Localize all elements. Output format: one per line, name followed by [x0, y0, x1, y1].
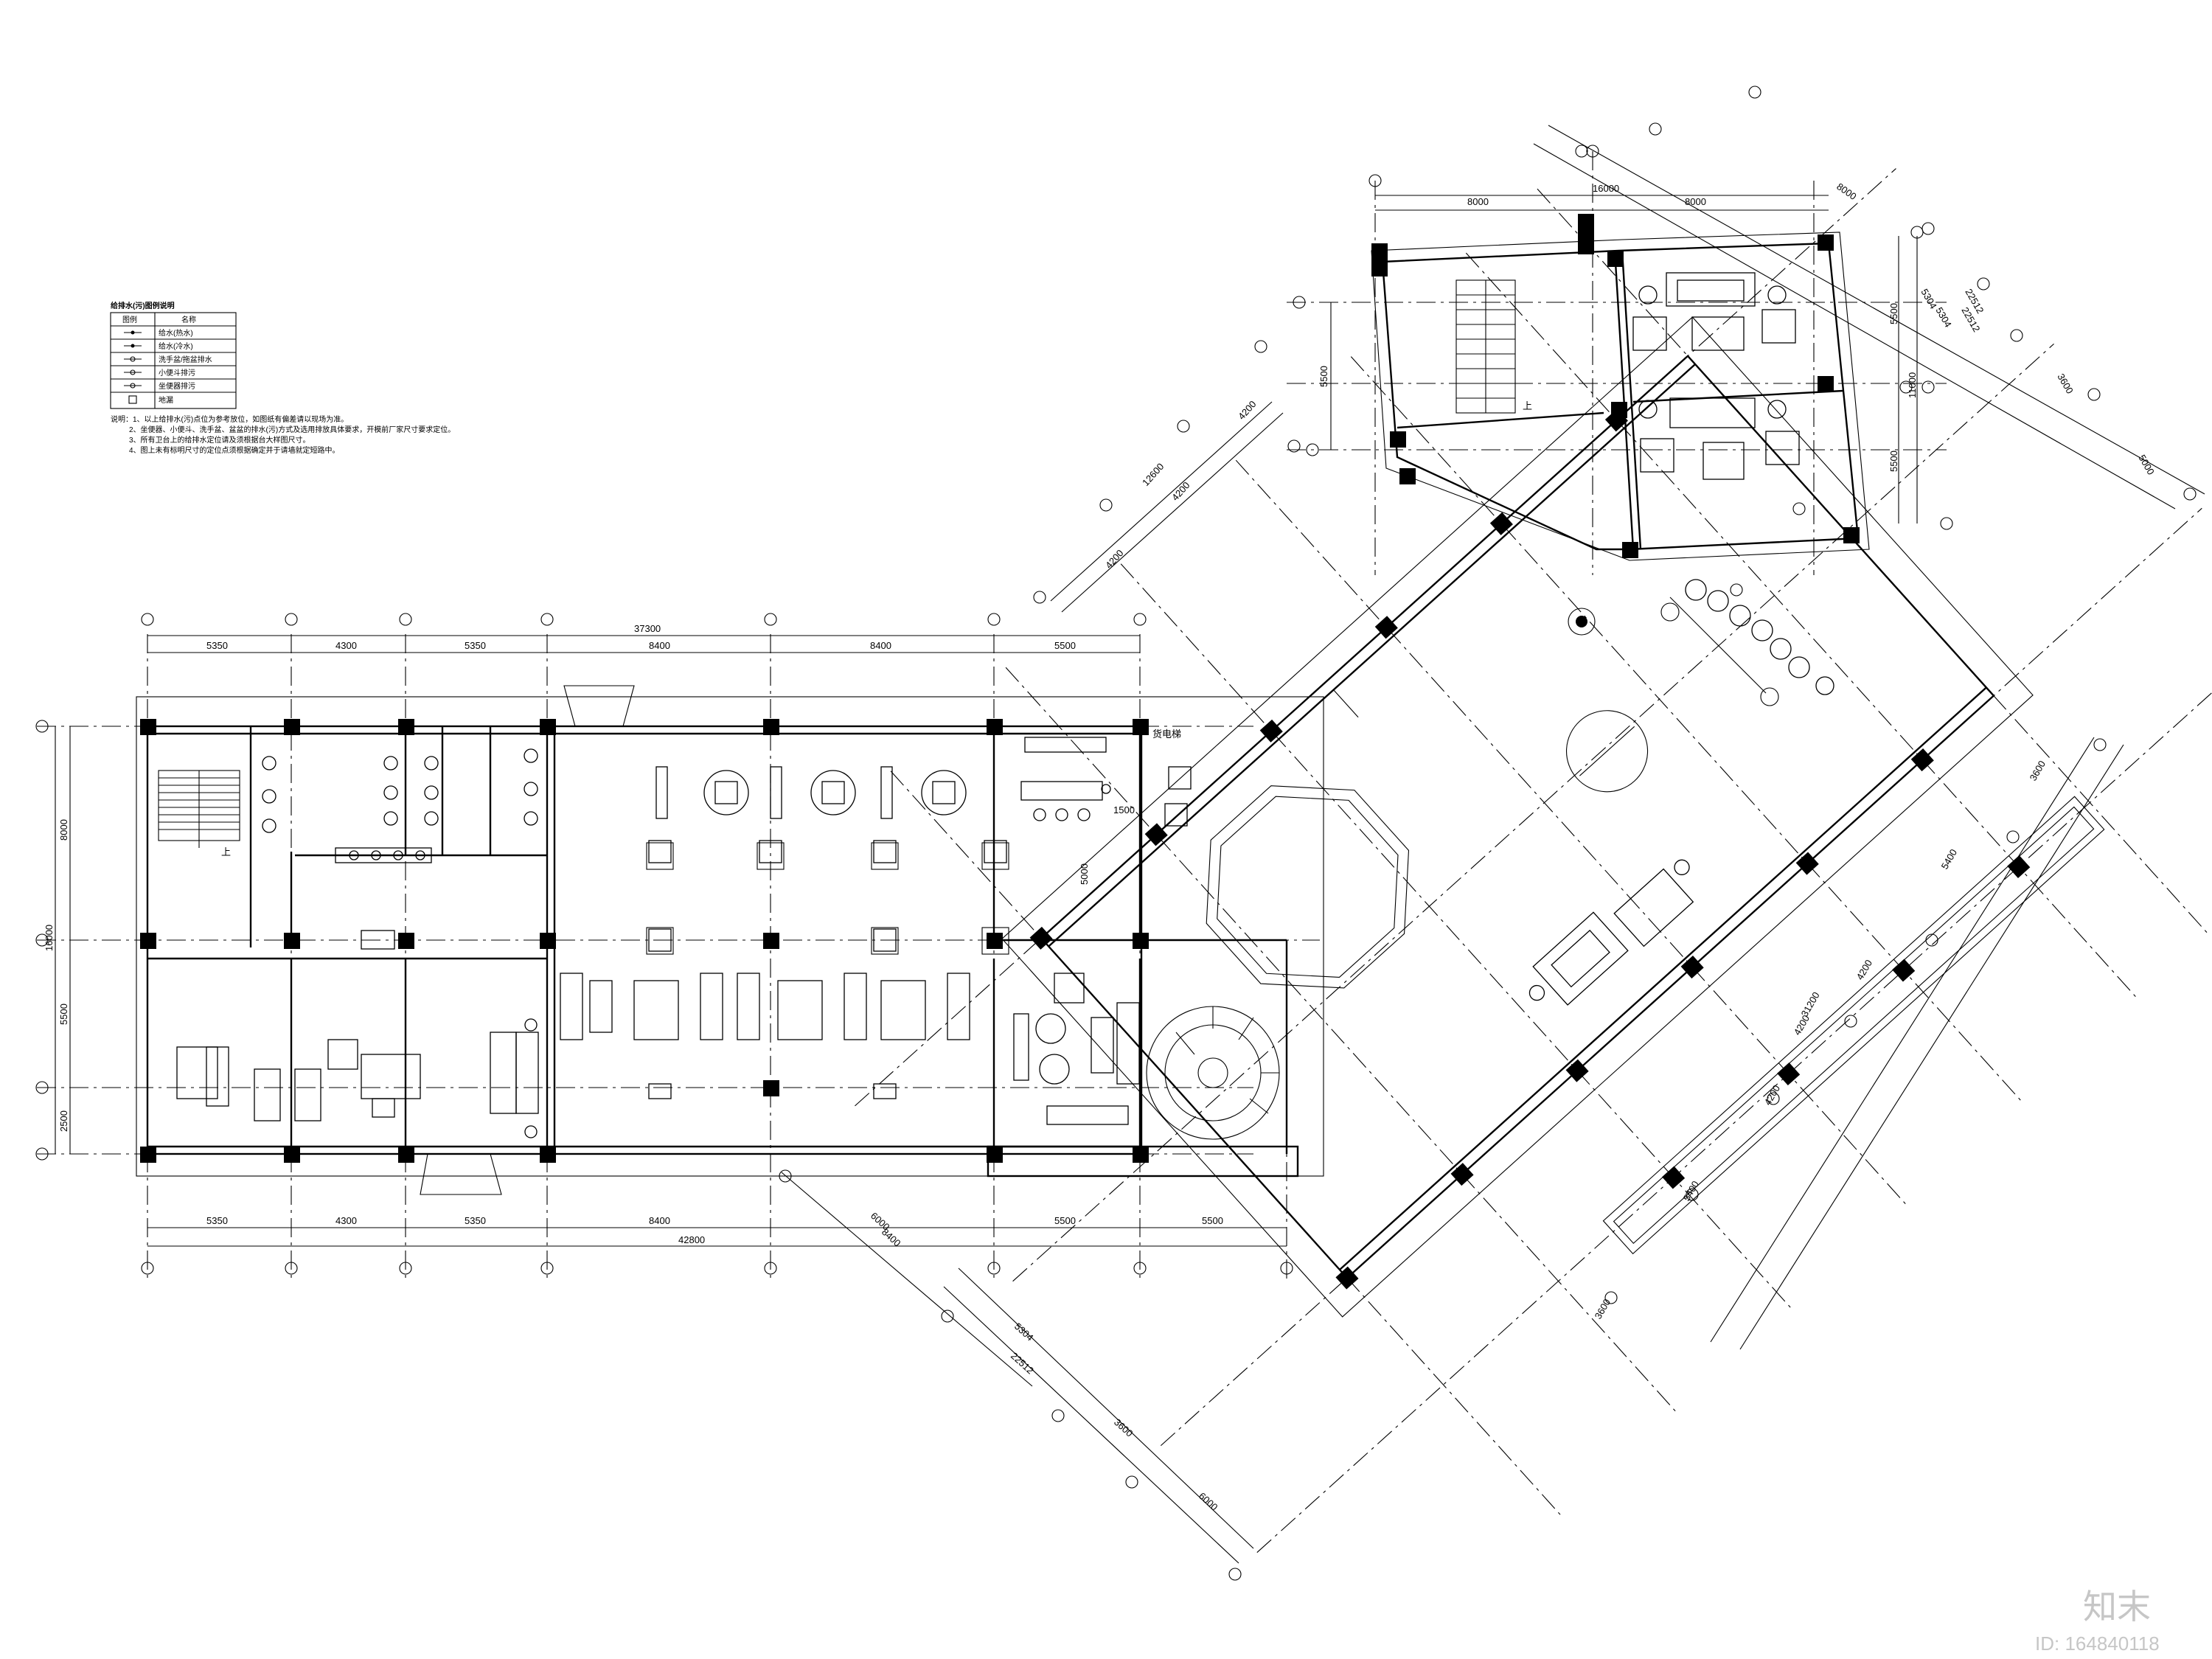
diag-dim-bottom-2: 5304: [1012, 1321, 1036, 1343]
top-block-total: 16000: [1593, 183, 1619, 194]
dim-bottom-5: 5500: [1054, 1215, 1076, 1226]
diag-dim-lower-6: 5400: [1681, 1179, 1701, 1203]
diag-dim-bottom-5: 6000: [1197, 1490, 1220, 1512]
diag-dim-right-3: 5000: [2136, 453, 2156, 477]
stair-up-label-left: 上: [221, 846, 231, 858]
dim-bottom-6: 5500: [1202, 1215, 1223, 1226]
dim-side-1: 8000: [58, 819, 69, 841]
dining-area: [560, 766, 1007, 1099]
top-block-dim-1: 8000: [1467, 196, 1489, 207]
dim-bottom-4: 8400: [649, 1215, 670, 1226]
top-block-diag-1: 8000: [1834, 181, 1858, 202]
dim-top-4: 8400: [649, 640, 670, 651]
diag-dim-lower-1: 3600: [2028, 759, 2048, 783]
dim-side-3: 2500: [58, 1110, 69, 1132]
top-block-left-dim: 5500: [1318, 366, 1329, 387]
office-furniture: [176, 1018, 539, 1138]
diag-dim-lower-3: 4200: [1854, 958, 1874, 982]
inner-dim-5000: 5000: [1079, 863, 1090, 885]
dim-bottom-3: 5350: [465, 1215, 486, 1226]
stair-up-label-top: 上: [1523, 400, 1532, 411]
watermark: 知末 ID: 164840118: [2035, 1587, 2160, 1655]
legend-row-5: 坐便器排污: [159, 381, 195, 391]
diagonal-wing: [855, 168, 2212, 1553]
lift-label: 货电梯: [1152, 728, 1181, 740]
left-wing-columns: [140, 719, 1149, 1163]
legend-row-1: 给水(热水): [159, 328, 193, 338]
diagonal-dimension-lines: [781, 125, 2205, 1564]
legend-row-4: 小便斗排污: [159, 368, 195, 378]
legend-row-2: 给水(冷水): [159, 341, 193, 351]
diag-dim-lower-7: 3600: [1593, 1297, 1613, 1321]
legend-row-6: 地漏: [159, 395, 173, 405]
legend-block: 给排水(污)图例说明 图例 名称 给水(热水) 给水(冷水) 洗手盆/拖盆排水 …: [110, 301, 455, 455]
diagonal-axis-bubbles: [779, 86, 2197, 1581]
lift-lobby: 1500 5000 货电梯: [1020, 728, 1192, 885]
diag-overlap-label: 8400: [880, 1226, 903, 1248]
diag-dim-lower-5: 4200: [1762, 1083, 1782, 1107]
spiral-staircase: [1146, 1006, 1280, 1140]
diag-dim-bottom-4: 3600: [1112, 1416, 1135, 1439]
legend-note-1: 说明：1、以上给排水(污)点位为参考放位，如图纸有偏差请以现场为准。: [111, 414, 348, 424]
dim-side-total: 16000: [44, 925, 55, 951]
watermark-logo: 知末: [2083, 1587, 2151, 1626]
dim-top-6: 5500: [1054, 640, 1076, 651]
legend-row-3: 洗手盆/拖盆排水: [159, 355, 212, 364]
dim-top-total: 37300: [634, 623, 661, 634]
top-block-right-1: 5500: [1888, 303, 1899, 324]
dim-bottom-total: 42800: [678, 1234, 705, 1245]
left-wing-axes: [35, 613, 1320, 1283]
diag-dim-left-total: 12600: [1140, 461, 1166, 488]
left-wing-staircase: 上: [158, 770, 240, 858]
dim-bottom-2: 4300: [335, 1215, 357, 1226]
dim-bottom-1: 5350: [206, 1215, 228, 1226]
legend-col-symbol: 图例: [122, 315, 137, 324]
left-wing-top-dimensions: 37300 5350 4300 5350 8400 8400 5500: [147, 623, 1140, 653]
top-block: 16000 8000 8000 11000 5500 5500 5500 800…: [1287, 145, 1986, 706]
diag-dim-left-3: 4200: [1236, 398, 1258, 422]
left-wing-bottom-dimensions: 5350 4300 5350 8400 5500 5500 42800: [147, 1215, 1287, 1247]
diag-dim-right-2: 5304: [1919, 287, 1938, 311]
diag-dim-bottom-3: 22512: [1009, 1350, 1036, 1376]
top-block-right-total: 11000: [1907, 372, 1918, 398]
watermark-id: ID: 164840118: [2035, 1632, 2160, 1655]
legend-note-2: 2、坐便器、小便斗、洗手盆、盆盆的排水(污)方式及选用排放具体要求，开模前厂家尺…: [129, 425, 455, 434]
lounge-furniture: [1013, 973, 1140, 1125]
legend-col-name: 名称: [181, 315, 196, 324]
dim-top-5: 8400: [870, 640, 891, 651]
legend-title: 给排水(污)图例说明: [111, 301, 175, 310]
restroom-fixtures: [262, 748, 538, 950]
top-block-dim-2: 8000: [1685, 196, 1706, 207]
top-block-diag-3: 5304: [1933, 305, 1953, 330]
diag-dim-left-2: 4200: [1169, 479, 1192, 503]
diag-dim-lower-2: 5400: [1939, 847, 1959, 872]
dim-top-2: 4300: [335, 640, 357, 651]
legend-rows: 给水(热水) 给水(冷水) 洗手盆/拖盆排水 小便斗排污 坐便器排污 地漏: [111, 328, 236, 405]
dim-side-2: 5500: [58, 1004, 69, 1025]
top-block-right-2: 5500: [1888, 451, 1899, 472]
inner-dim-1500: 1500: [1113, 804, 1135, 815]
left-wing-side-dimensions: 16000 8000 5500 2500: [44, 726, 71, 1154]
diag-dim-right-1: 3600: [2055, 372, 2075, 396]
dim-top-1: 5350: [206, 640, 228, 651]
legend-note-3: 3、所有卫台上的给排水定位请及须根据台大样图尺寸。: [129, 435, 310, 445]
dim-top-3: 5350: [465, 640, 486, 651]
diagonal-dimension-labels: 12600 4200 4200 4200 22512 3600 5304 500…: [869, 287, 2157, 1513]
legend-note-4: 4、图上未有标明尺寸的定位点须根据确定并于请墙就定短路中。: [129, 445, 340, 455]
